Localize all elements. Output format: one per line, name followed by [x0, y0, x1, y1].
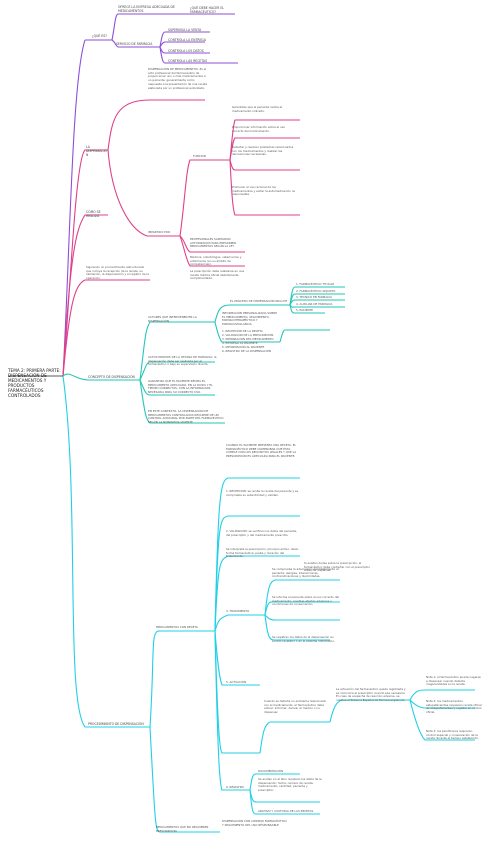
node-receta-label[interactable]: MEDICAMENTOS CON RECETA: [156, 625, 198, 629]
function-item[interactable]: Detectar y resolver problemas relacionad…: [232, 145, 294, 157]
node-entrega[interactable]: OFRECE LA ENTREGA ADECUADA DE MEDICAMENT…: [118, 5, 175, 13]
node-prescripcion[interactable]: La prescripción debe realizarse en una r…: [190, 269, 245, 281]
branch-que-es[interactable]: ¿QUÉ ES?: [92, 34, 107, 38]
node-paso3[interactable]: Se interpreta la prescripción: principio…: [226, 547, 299, 559]
magenta-connectors: [62, 99, 300, 377]
teal-connectors: [62, 286, 345, 424]
node-funcion[interactable]: FUNCIÓN: [193, 154, 206, 158]
node-actuacion-detalle[interactable]: La actuación del farmacéutico queda regi…: [336, 687, 406, 703]
node-actores[interactable]: ACTORES QUE INTERVIENEN EN LA DISPENSACI…: [148, 315, 197, 323]
step-item[interactable]: 5. INFORMACIÓN AL PACIENTE: [222, 345, 265, 349]
branch-procedimiento[interactable]: PROCEDIMIENTO DE DISPENSACIÓN: [88, 722, 144, 726]
node-impartido[interactable]: IMPARTIDO POR: [148, 230, 171, 234]
node-servicio[interactable]: SERVICIO DE FARMACIA: [116, 42, 153, 46]
node-tratamiento-c[interactable]: Se registran los datos de la dispensació…: [272, 635, 335, 643]
node-registro-fin[interactable]: ARCHIVO Y CUSTODIA DE LAS RECETAS: [258, 809, 314, 813]
node-paso1[interactable]: 1. RECEPCIÓN: se recibe la receta del pa…: [226, 489, 299, 497]
side-note[interactable]: Nota 1: el farmacéutico puede negarse a …: [426, 675, 481, 687]
function-item[interactable]: Promover el uso racional de los medicame…: [232, 185, 296, 197]
node-proceso-label[interactable]: EL PROCESO DE DISPENSACIÓN INCLUYE: [230, 299, 288, 303]
node-intro[interactable]: CUANDO EL PACIENTE PRESENTA UNA RECETA, …: [226, 443, 297, 459]
step-item[interactable]: 6. REGISTRO DE LA DISPENSACIÓN: [222, 349, 272, 353]
node-prescriptores[interactable]: PROFESIONALES SANITARIOS AUTORIZADOS PAR…: [190, 237, 237, 249]
actor-item[interactable]: 3. TÉCNICO EN FARMACIA: [296, 295, 332, 299]
node-sin-receta[interactable]: DISPENSACIÓN CON CONSEJO FARMACÉUTICO Y …: [222, 819, 287, 827]
node-actuacion[interactable]: Cuando se detecta un problema relacionad…: [264, 699, 327, 715]
root-topic[interactable]: TEMA 2: PRIMERA PARTE: DISPENSACIÓN DE M…: [8, 368, 61, 398]
activity-item[interactable]: CONTROLA LA ENTREGA: [168, 38, 206, 42]
activity-item[interactable]: CONTROLA LOS DATOS: [168, 49, 204, 53]
node-roles[interactable]: Médicos, odontólogos, veterinarios y enf…: [190, 255, 242, 267]
cyan-connectors: [62, 375, 475, 833]
actor-item[interactable]: 1. FARMACÉUTICO TITULAR: [296, 282, 335, 286]
node-paso2[interactable]: 2. VALIDACIÓN: se verifican los datos de…: [226, 529, 298, 537]
actor-item[interactable]: 4. AUXILIAR DE FARMACIA: [296, 302, 333, 306]
node-nota[interactable]: EN ESTE CONTEXTO, LA DISPENSACIÓN DE MED…: [148, 409, 224, 425]
node-garantia[interactable]: GARANTIZA QUE EL PACIENTE RECIBA EL MEDI…: [148, 379, 213, 395]
node-registro-sub[interactable]: DOCUMENTACIÓN: [258, 769, 284, 773]
node-registro[interactable]: Se anotan en el libro recetario los dato…: [258, 777, 322, 793]
node-tratamiento-b[interactable]: Se informa al paciente sobre el uso corr…: [272, 595, 339, 607]
activity-item[interactable]: SUPERVISA LA VENTA: [168, 28, 202, 32]
step-item[interactable]: 2. VALIDACIÓN DE LA PRESCRIPCIÓN: [222, 333, 274, 337]
function-item[interactable]: Proporcionar información sobre el uso co…: [232, 125, 286, 133]
activity-item[interactable]: CONTROLA LAS RECETAS: [168, 59, 208, 63]
step-item[interactable]: 3. PREPARACIÓN DEL MEDICAMENTO: [222, 337, 274, 341]
node-como-texto[interactable]: Siguiendo un procedimiento estructurado …: [86, 265, 149, 281]
node-proceso[interactable]: INFORMACIÓN PERSONALIZADA SOBRE EL MEDIC…: [222, 311, 278, 327]
node-actuacion-label[interactable]: 5. ACTUACIÓN: [226, 680, 247, 684]
node-definicion[interactable]: DISPENSACIÓN DE MEDICAMENTOS: Es el acto…: [148, 67, 208, 90]
side-note[interactable]: Nota 2: los medicamentos estupefacientes…: [426, 699, 482, 715]
node-tratamiento-a[interactable]: Se comprueba la adecuación del tratamien…: [272, 567, 339, 579]
node-paso3-nota[interactable]: Si existen dudas sobre la prescripción, …: [304, 561, 370, 573]
function-item[interactable]: Garantizar que el paciente reciba el med…: [232, 105, 283, 113]
step-item[interactable]: 1. RECEPCIÓN DE LA RECETA: [222, 329, 263, 333]
node-requisitos[interactable]: ACTOS PROPIOS DE LA OFICINA DE FARMACIA:…: [148, 355, 217, 367]
node-sin-receta-label[interactable]: MEDICAMENTOS QUE NO REQUIEREN PRESCRIPCI…: [156, 825, 209, 833]
node-registro-label[interactable]: 6. REGISTRO: [226, 785, 244, 789]
node-tratamiento-label[interactable]: 4. TRATAMIENTO: [226, 609, 250, 613]
branch-como[interactable]: CÓMO SE REALIZA: [86, 210, 101, 218]
side-note[interactable]: Nota 3: los psicótropos requieren contro…: [426, 729, 479, 741]
actor-item[interactable]: 5. PACIENTE: [296, 308, 314, 312]
node-pregunta[interactable]: ¿QUÉ DEBE HACER EL FARMACÉUTICO?: [190, 6, 224, 14]
purple-connectors: [62, 13, 238, 377]
step-item[interactable]: 4. ENTREGA AL PACIENTE: [222, 341, 258, 345]
branch-dispensacion[interactable]: LA DISPENSACIÓN: [86, 145, 107, 157]
actor-item[interactable]: 2. FARMACÉUTICO ADJUNTO: [296, 289, 336, 293]
branch-concepto[interactable]: CONCEPTO DE DISPENSACIÓN: [88, 375, 135, 379]
